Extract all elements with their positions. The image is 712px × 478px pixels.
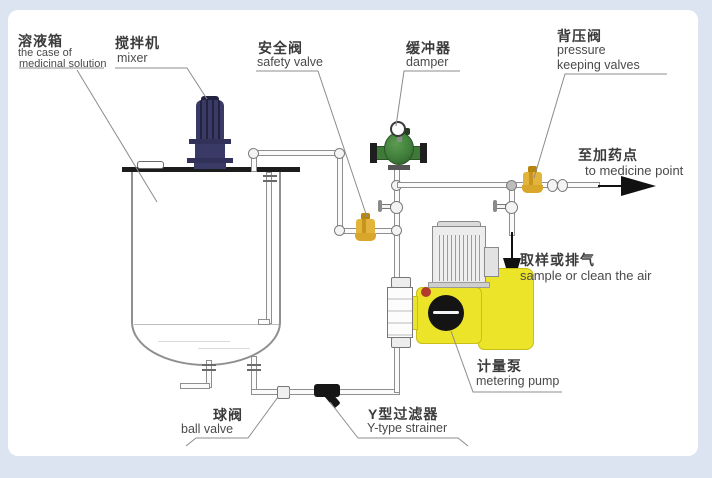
label-y-strainer-zh: Y型过滤器	[368, 406, 439, 422]
mixer-motor-cap	[201, 96, 219, 102]
pump-head-column	[387, 287, 413, 338]
mixer-flange	[189, 139, 231, 144]
label-to-medicine-zh: 至加药点	[578, 147, 638, 163]
label-ball-valve-zh: 球阀	[213, 407, 243, 423]
label-metering-pump-en: metering pump	[476, 374, 560, 388]
label-solution-tank-en2: medicinal solution	[19, 58, 107, 70]
pump-motor-fins	[436, 235, 482, 281]
pipe-union	[557, 179, 568, 192]
liquid-mark	[158, 341, 230, 342]
gauge-stem	[397, 136, 402, 142]
tank-lid	[122, 167, 300, 172]
label-metering-pump-zh: 计量泵	[477, 358, 522, 374]
label-safety-valve-zh: 安全阀	[258, 40, 303, 56]
damper-flange	[420, 143, 427, 163]
vent-valve	[390, 201, 403, 214]
back-pressure-valve-cap	[528, 166, 537, 173]
label-mixer-en: mixer	[117, 51, 148, 65]
pipe-tee	[506, 180, 517, 191]
pressure-gauge	[390, 121, 406, 137]
label-to-medicine-en: to medicine point	[585, 163, 684, 178]
pipe-segment	[397, 182, 600, 188]
vent-valve-handle	[378, 200, 382, 212]
label-damper-zh: 缓冲器	[406, 40, 451, 56]
sample-valve-handle	[493, 200, 497, 212]
mixer-mount	[194, 163, 226, 169]
sample-valve	[505, 201, 518, 214]
back-pressure-valve-base	[522, 185, 543, 193]
pipe-elbow	[334, 225, 345, 236]
pipe-segment	[266, 172, 272, 324]
pump-motor-base	[428, 282, 490, 288]
y-strainer	[314, 384, 340, 397]
tank-manhole-cap	[137, 161, 164, 169]
mixer-flange	[187, 158, 233, 163]
mixer-motor	[196, 100, 224, 140]
label-back-pressure-en2: keeping valves	[557, 58, 640, 72]
label-sample-zh: 取样或排气	[520, 252, 595, 268]
pipe-segment	[289, 389, 400, 395]
label-back-pressure-en1: pressure	[557, 43, 606, 57]
solution-tank	[131, 171, 281, 366]
label-y-strainer-en: Y-type strainer	[367, 421, 448, 435]
pipe-flange	[202, 364, 216, 371]
pipe-flange	[263, 175, 277, 182]
pipe-elbow	[248, 148, 259, 159]
flow-arrow-right	[621, 176, 656, 196]
pump-dial-window	[433, 311, 459, 314]
label-solution-tank-zh: 溶液箱	[18, 33, 63, 49]
pipe-segment	[337, 150, 343, 234]
pipe-segment	[394, 343, 400, 393]
pipe-tee	[391, 225, 402, 236]
pipe-segment	[258, 319, 270, 325]
suction-check-valve	[391, 337, 411, 348]
pump-adjust-knob	[421, 287, 431, 297]
flow-arrow-down-shaft	[511, 232, 513, 260]
mixer-gearbox	[195, 144, 225, 159]
tank-weld-seam	[134, 324, 279, 325]
damper-flange	[388, 165, 410, 170]
pipe-elbow	[334, 148, 345, 159]
label-safety-valve-en: safety valve	[257, 55, 324, 69]
label-damper-en: damper	[406, 55, 449, 69]
pump-motor	[432, 226, 486, 284]
label-sample-en: sample or clean the air	[520, 268, 652, 283]
label-solution-tank-en1: the case of	[18, 47, 72, 59]
pump-motor-junction-box	[484, 247, 499, 277]
flow-arrow-right-shaft	[598, 185, 622, 187]
pump-stroke-dial	[428, 295, 464, 331]
label-back-pressure-zh: 背压阀	[557, 28, 602, 44]
label-ball-valve-en: ball valve	[181, 422, 234, 436]
pipe-flange	[247, 364, 261, 371]
safety-valve	[356, 219, 375, 234]
pipe-segment	[251, 389, 279, 395]
pipe-segment	[251, 150, 343, 156]
label-mixer-zh: 搅拌机	[115, 35, 160, 51]
safety-valve-base	[355, 233, 376, 241]
liquid-mark	[198, 348, 250, 349]
drain-stub	[180, 383, 210, 389]
damper-flange	[370, 143, 377, 163]
